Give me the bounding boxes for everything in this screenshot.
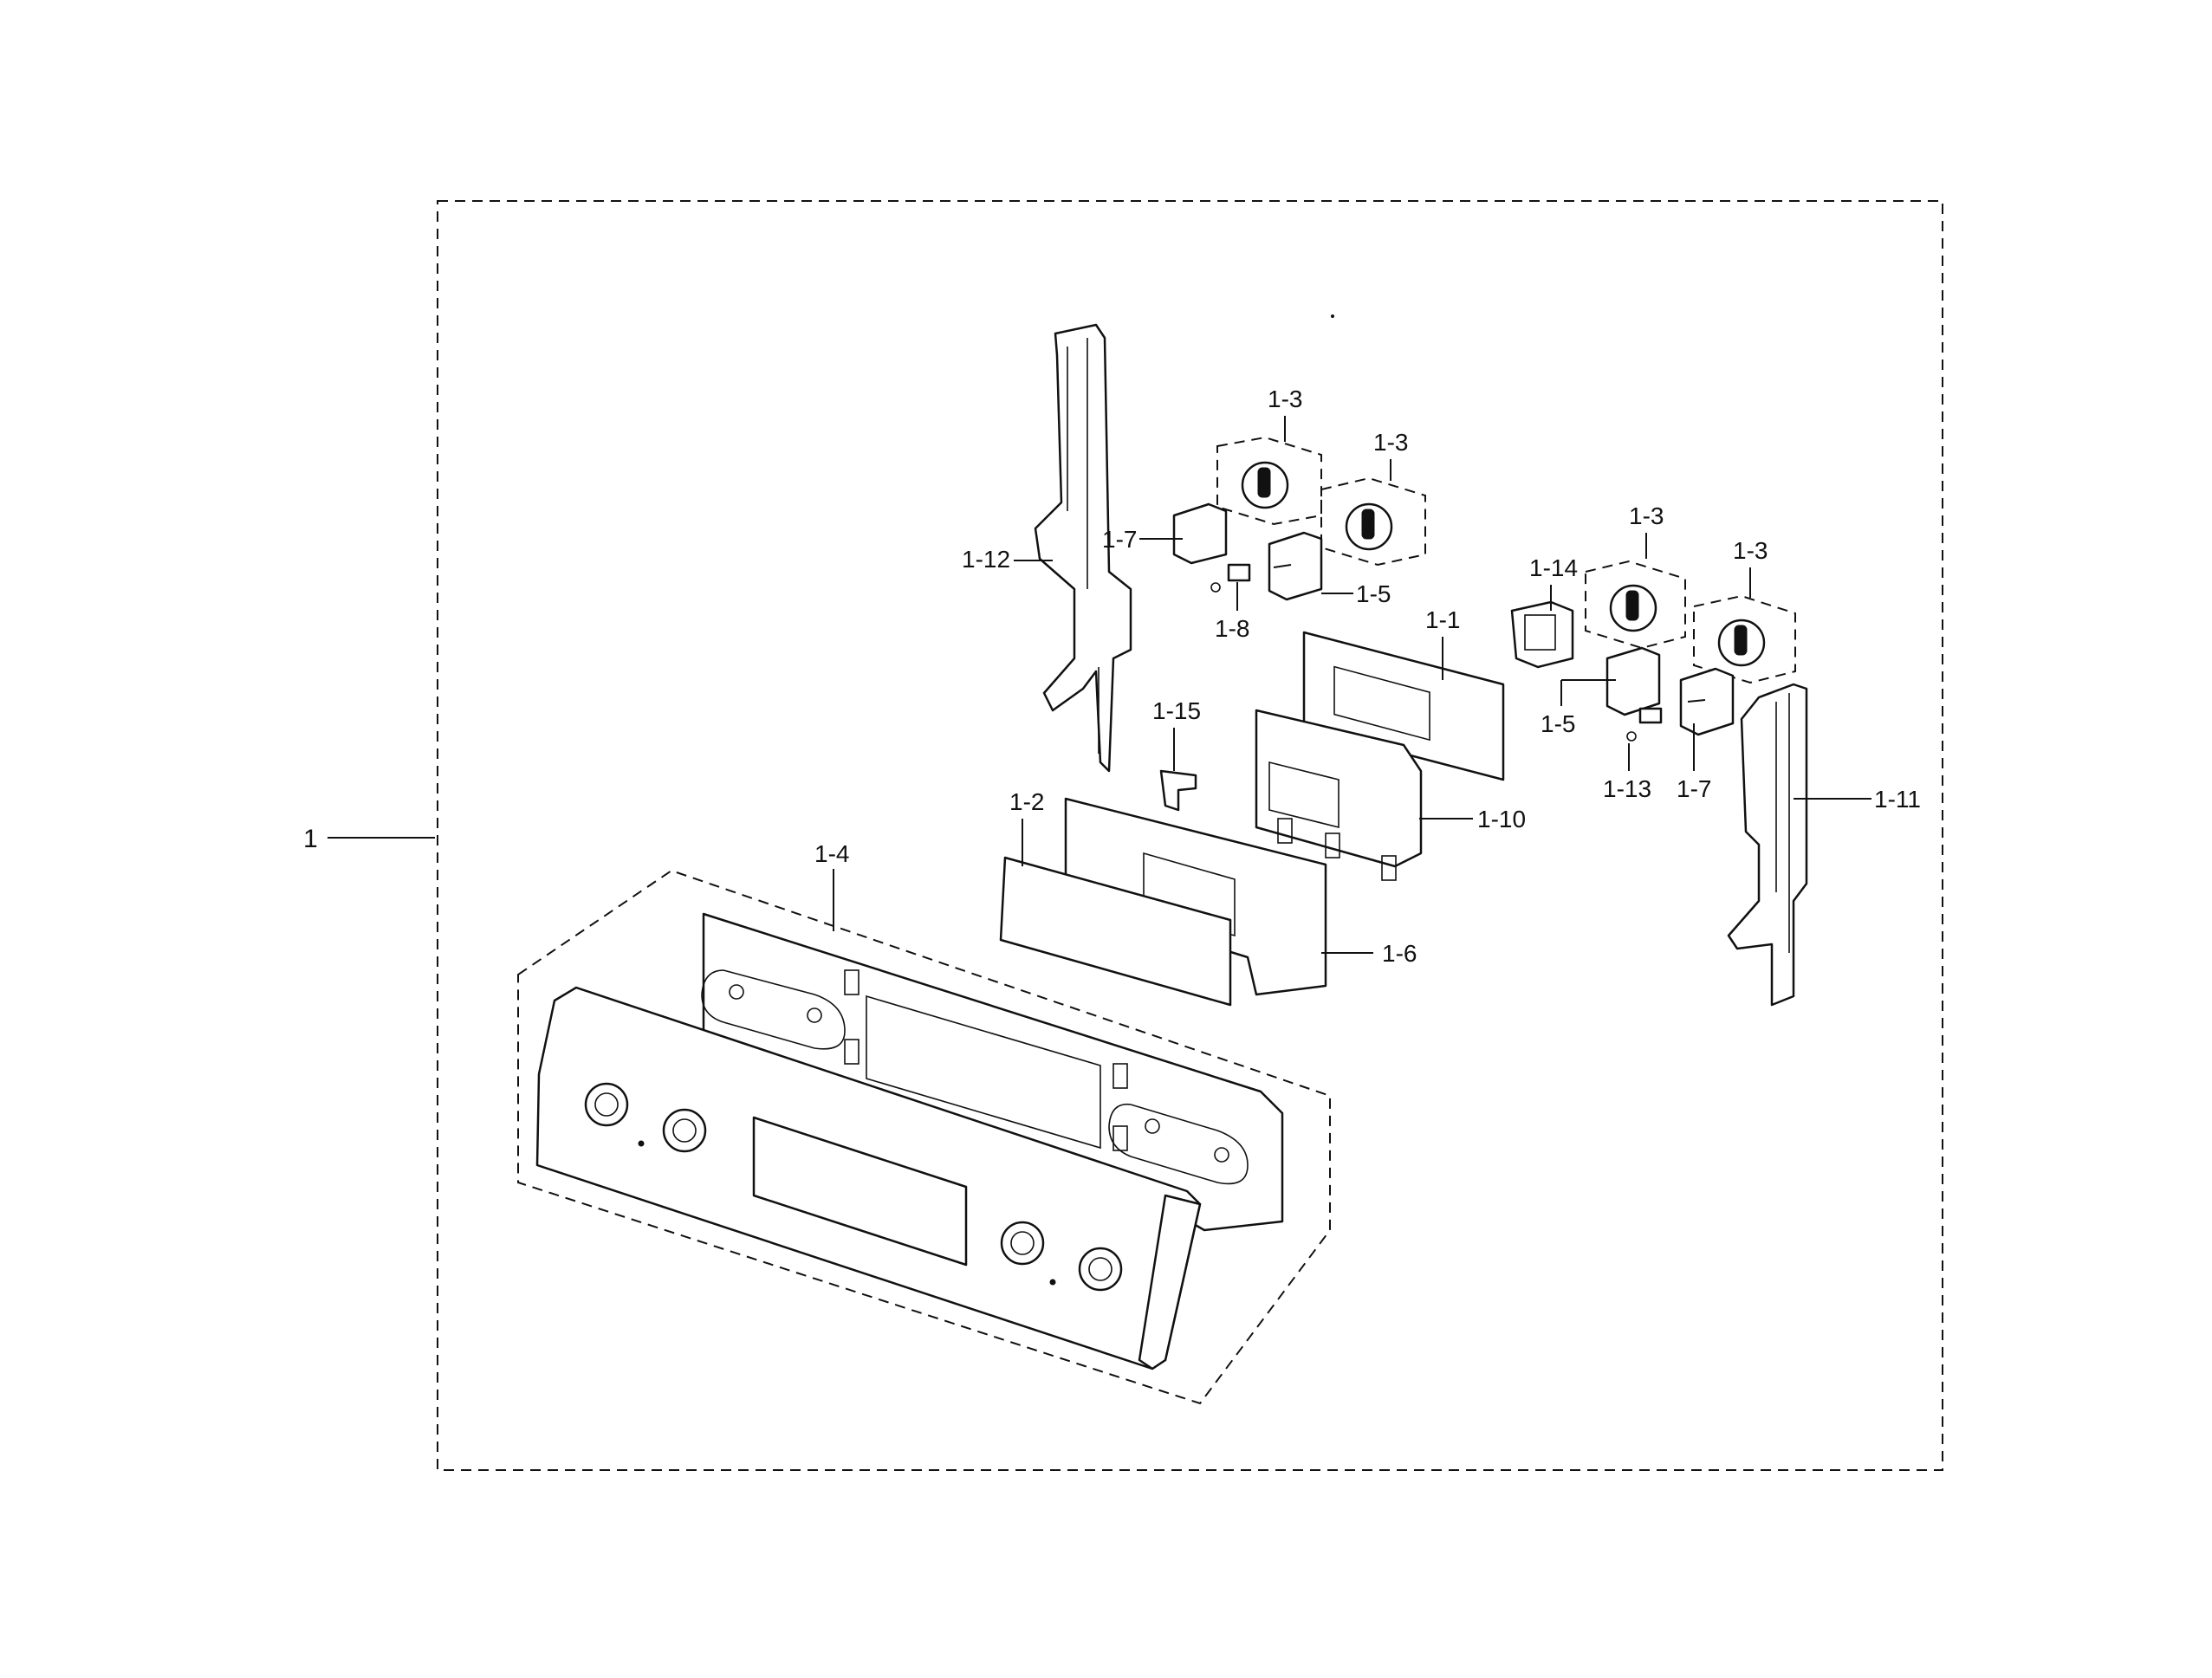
pcb-bracket-tab-2 [1325,833,1340,858]
side-bracket-left-edge [1067,338,1100,754]
switch-block-1-5-right [1605,646,1661,716]
switch-shaft-1-5-left [1273,564,1292,568]
knob-a-grip [1257,467,1271,498]
knob-hole-3 [1000,1221,1045,1266]
pcb-bracket-tab-3 [1381,855,1397,881]
display-frame-window [1143,852,1236,937]
target-mark-4 [1214,1147,1229,1163]
label-1-15: 1-15 [1152,697,1201,724]
label-1-2: 1-2 [1009,788,1044,815]
pcb-bracket-tab-1 [1277,818,1293,844]
indicator-dot-left [638,1140,645,1147]
knob-box-c [1585,560,1686,650]
knob-hole-3-inner [1010,1231,1035,1255]
knob-hole-1-inner [594,1092,619,1117]
clip-a [844,969,860,995]
knob-box-d [1693,594,1796,684]
label-1-7-left: 1-7 [1102,526,1137,553]
label-assembly: 1 [303,825,318,853]
clip-d [1112,1125,1128,1151]
knob-d-grip [1734,625,1748,656]
speck [1331,314,1334,318]
pcb-board-1-1 [1302,631,1505,781]
label-1-12: 1-12 [962,546,1010,573]
label-1-5-left: 1-5 [1356,580,1391,607]
switch-shaft-1-7-right [1687,699,1706,703]
target-mark-2 [807,1007,822,1023]
switch-block-1-5-left [1268,531,1323,601]
target-mark-1 [729,984,744,1000]
panel-dashed-outline [517,869,1331,1405]
knob-hole-2 [662,1108,707,1153]
label-1-3-a: 1-3 [1268,385,1302,412]
pcb-display-module [1333,665,1430,742]
clip-1-8 [1227,563,1251,582]
clip-1-8-pin [1210,582,1221,593]
switch-block-1-7-left [1172,502,1228,565]
indicator-dot-right [1049,1279,1056,1286]
label-1-14: 1-14 [1529,554,1578,581]
display-overlay-1-2 [999,856,1232,1007]
knob-hole-4 [1078,1247,1123,1292]
side-bracket-right-1-11 [1727,683,1808,1007]
knob-hole-2-inner [672,1118,697,1143]
clip-1-13 [1638,707,1663,724]
control-panel-front-lip [1138,1194,1202,1370]
side-bracket-left-1-12 [1034,323,1132,773]
knob-hole-1 [584,1082,629,1127]
back-panel-center-window [866,994,1101,1150]
label-1-13: 1-13 [1603,775,1651,802]
label-1-8: 1-8 [1215,615,1249,642]
label-1-3-c: 1-3 [1629,502,1664,529]
transformer-1-14 [1510,600,1574,669]
clip-b [1112,1063,1128,1089]
switch-block-1-7-right [1679,667,1735,736]
front-display-window [752,1116,968,1267]
label-1-6: 1-6 [1382,940,1417,967]
label-1-11: 1-11 [1874,786,1921,813]
bracket-1-15 [1159,769,1197,812]
knob-hole-4-inner [1088,1257,1112,1281]
back-panel-oval-left [701,969,846,1050]
knob-c-grip [1625,590,1639,621]
transformer-core [1524,614,1556,651]
target-mark-3 [1145,1118,1160,1134]
label-1-3-d: 1-3 [1733,537,1768,564]
clip-c [844,1039,860,1065]
label-1-5-right: 1-5 [1541,710,1575,737]
label-1-3-b: 1-3 [1373,429,1408,456]
label-1-1: 1-1 [1425,606,1460,633]
clip-1-13-pin [1626,731,1637,742]
knob-b-grip [1361,509,1375,540]
assembly-boundary [437,200,1943,1471]
label-1-10: 1-10 [1477,806,1526,833]
label-1-7-right: 1-7 [1677,775,1711,802]
pcb-bracket-window [1268,761,1340,829]
label-1-4: 1-4 [814,840,849,867]
back-panel-oval-right [1108,1103,1249,1185]
side-bracket-right-edge [1775,693,1790,953]
